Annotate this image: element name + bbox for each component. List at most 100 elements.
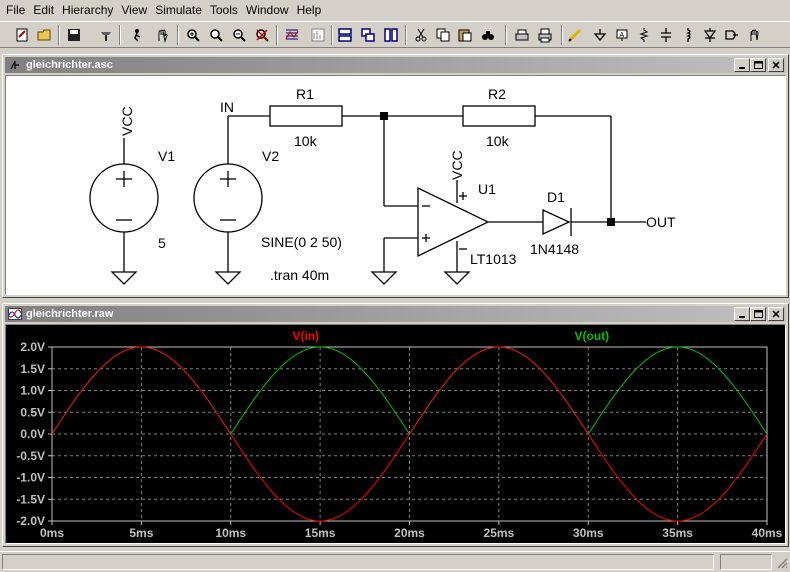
print-button[interactable]: [534, 25, 555, 45]
zoom-pan-icon: [209, 29, 223, 42]
r1-symbol: [269, 105, 343, 127]
r2-symbol: [462, 105, 536, 127]
y-tick-label: -0.5V: [16, 449, 45, 463]
junction-r1-r2: [380, 112, 388, 120]
maximize-button[interactable]: [750, 58, 766, 72]
v2-label: V2: [262, 148, 279, 164]
label-net-button[interactable]: A: [611, 25, 632, 45]
legend-vout: V(out): [574, 329, 609, 343]
fft-button[interactable]: [307, 25, 328, 45]
toolbar: A: [0, 21, 790, 48]
resize-grip[interactable]: [776, 557, 788, 569]
move-icon: [750, 29, 759, 41]
in-net-label: IN: [220, 99, 234, 115]
autorange-button[interactable]: [281, 25, 302, 45]
autorange-icon: [285, 29, 298, 40]
u1-value: LT1013: [470, 251, 517, 267]
copy-icon: [436, 28, 449, 42]
menu-help[interactable]: Help: [296, 3, 322, 17]
new-schematic-button[interactable]: [11, 25, 32, 45]
status-panel-main: [2, 554, 714, 570]
save-button[interactable]: [63, 25, 84, 45]
menu-tools[interactable]: Tools: [209, 3, 238, 17]
draw-wire-button[interactable]: [564, 25, 585, 45]
save-icon: [67, 29, 80, 41]
r1-label: R1: [296, 86, 314, 102]
toolbar-separator: [561, 25, 563, 45]
ground-v1: [110, 271, 138, 285]
ground-noninv: [370, 271, 398, 285]
schematic-titlebar[interactable]: gleichrichter.asc: [5, 57, 786, 73]
zoom-pan-button[interactable]: [205, 25, 226, 45]
close-button[interactable]: [768, 307, 784, 321]
status-bar: [0, 551, 790, 571]
menu-file[interactable]: File: [6, 3, 26, 17]
ground-opamp: [443, 271, 471, 285]
v1-label: V1: [158, 148, 175, 164]
maximize-button[interactable]: [750, 307, 766, 321]
menu-edit[interactable]: Edit: [33, 3, 55, 17]
tile-horizontal-button[interactable]: [334, 25, 355, 45]
menu-bar: File Edit Hierarchy View Simulate Tools …: [0, 0, 790, 20]
junction-out: [607, 218, 615, 226]
schematic-title: gleichrichter.asc: [26, 59, 113, 71]
move-button[interactable]: [743, 25, 764, 45]
menu-window[interactable]: Window: [245, 3, 289, 17]
find-icon: [481, 31, 494, 40]
u1-label: U1: [478, 181, 496, 197]
cut-icon: [415, 28, 426, 42]
minimize-button[interactable]: [734, 307, 750, 321]
zoom-cancel-icon: [255, 29, 269, 42]
close-button[interactable]: [768, 58, 784, 72]
open-folder-button[interactable]: [34, 25, 55, 45]
toolbar-separator: [177, 25, 179, 45]
v1-net-label: VCC: [119, 106, 135, 136]
opamp-symbol: [417, 186, 490, 258]
menu-view[interactable]: View: [121, 3, 148, 17]
schematic-canvas[interactable]: VCC V1 5 IN V2 SINE(0 2 50) R1 10k R2 10…: [5, 75, 786, 295]
print-setup-button[interactable]: [511, 25, 532, 45]
d1-label: D1: [547, 189, 565, 205]
resistor-button[interactable]: [633, 25, 654, 45]
component-button[interactable]: [721, 25, 742, 45]
minimize-button[interactable]: [734, 58, 750, 72]
y-tick-label: 0.0V: [20, 427, 45, 441]
d1-value: 1N4148: [530, 241, 579, 257]
spice-directive: .tran 40m: [270, 267, 329, 283]
waveform-titlebar[interactable]: gleichrichter.raw: [5, 306, 786, 322]
y-tick-label: -1.0V: [16, 471, 45, 485]
copy-button[interactable]: [432, 25, 453, 45]
ground-button[interactable]: [589, 25, 610, 45]
x-tick-label: 5ms: [129, 526, 153, 540]
run-icon: [133, 29, 140, 42]
control-panel-button[interactable]: [95, 25, 116, 45]
run-button[interactable]: [126, 25, 147, 45]
capacitor-button[interactable]: [655, 25, 676, 45]
halt-button[interactable]: [151, 25, 172, 45]
r1-value: 10k: [294, 133, 318, 149]
menu-hierarchy[interactable]: Hierarchy: [62, 3, 114, 17]
y-tick-label: -1.5V: [16, 492, 45, 506]
zoom-in-button[interactable]: [182, 25, 203, 45]
zoom-cancel-button[interactable]: [251, 25, 272, 45]
tile-vertical-button[interactable]: [380, 25, 401, 45]
toolbar-separator: [119, 25, 121, 45]
schematic-doc-icon: [7, 58, 23, 72]
cut-button[interactable]: [410, 25, 431, 45]
toolbar-separator: [331, 25, 333, 45]
v1-value: 5: [158, 235, 166, 251]
x-tick-label: 35ms: [662, 526, 693, 540]
inductor-button[interactable]: [677, 25, 698, 45]
find-button[interactable]: [477, 25, 498, 45]
menu-simulate[interactable]: Simulate: [155, 3, 202, 17]
print-icon: [538, 28, 551, 43]
x-tick-label: 30ms: [573, 526, 604, 540]
diode-button[interactable]: [699, 25, 720, 45]
zoom-out-button[interactable]: [228, 25, 249, 45]
zoom-out-icon: [232, 29, 246, 42]
paste-button[interactable]: [454, 25, 475, 45]
cascade-button[interactable]: [357, 25, 378, 45]
